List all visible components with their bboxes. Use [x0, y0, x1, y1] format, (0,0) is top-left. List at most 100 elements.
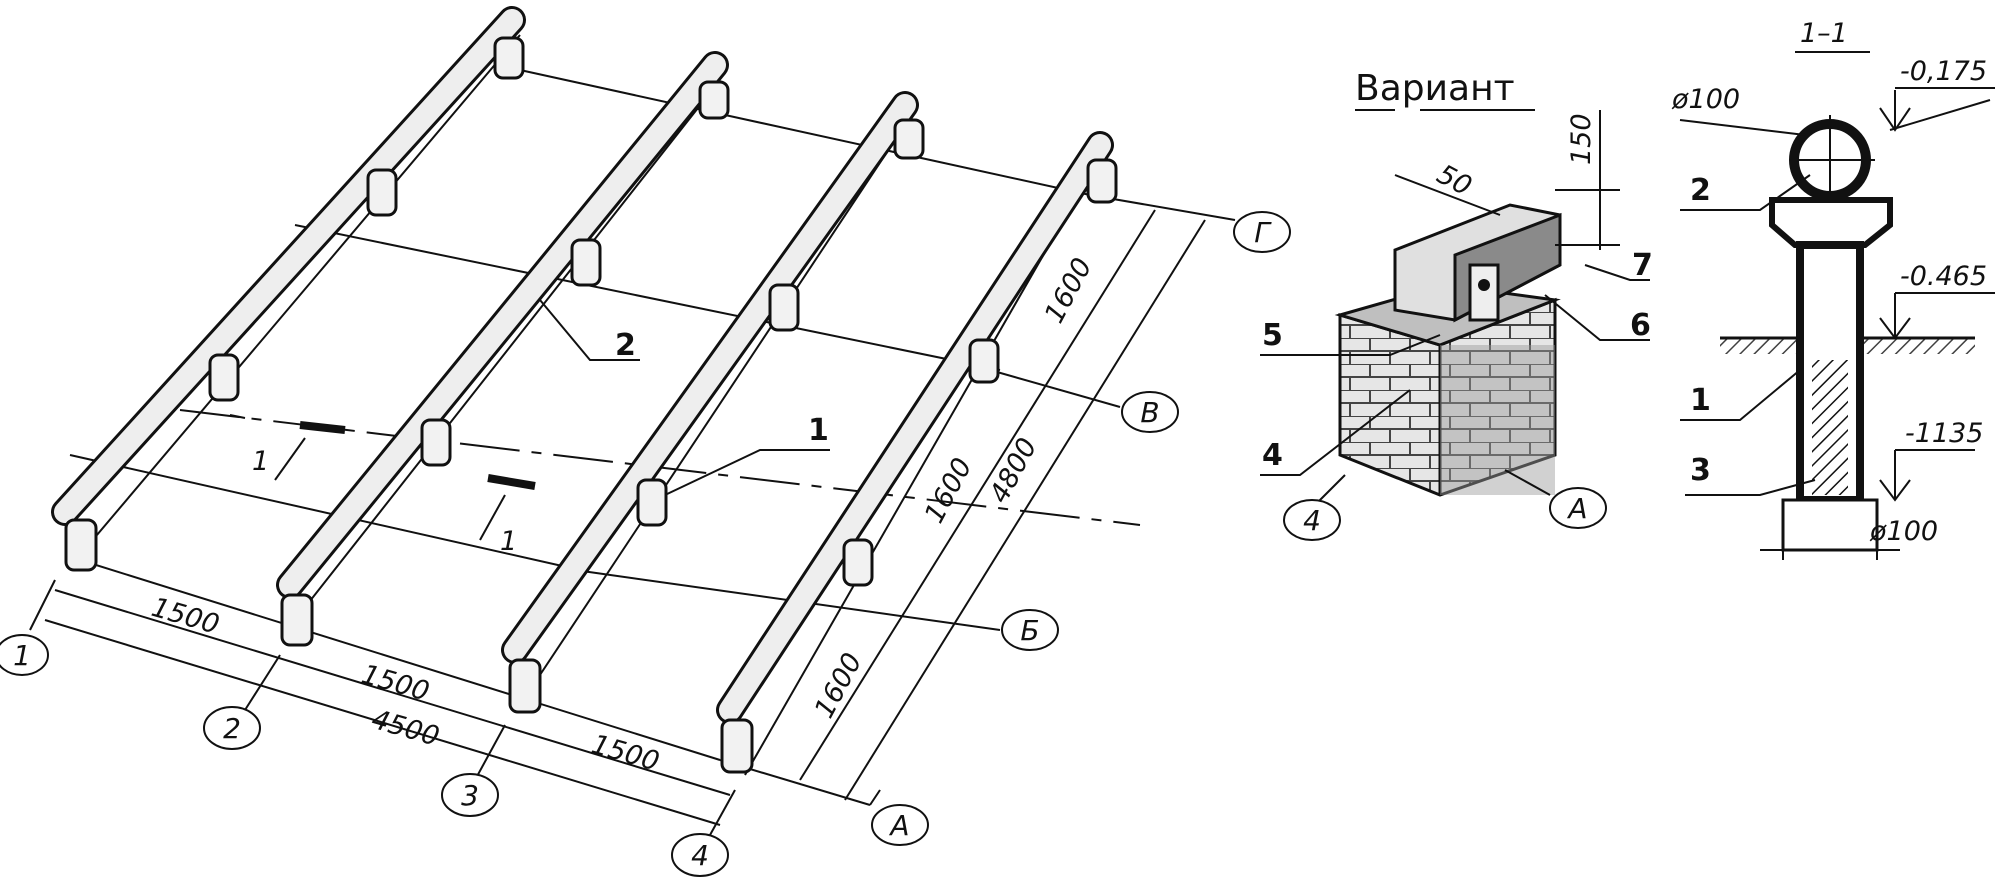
section-label-left: 1 — [252, 446, 269, 477]
grid-row-v — [294, 224, 1001, 371]
post-b2 — [420, 418, 452, 467]
variant-bracket — [1468, 263, 1500, 322]
post-a3 — [508, 658, 542, 714]
post-g1 — [493, 36, 525, 80]
grid-row-g — [519, 69, 1091, 196]
variant-title: Вариант — [1355, 68, 1515, 109]
section-1-1: 1–1 ø100 ø100 -0,175 — [1671, 18, 1995, 560]
posts — [64, 36, 1118, 774]
post-g4 — [1086, 158, 1118, 204]
grid-col-2 — [294, 79, 721, 621]
beam-3-fill — [504, 94, 916, 661]
beams — [51, 6, 1114, 724]
elevation-bottom: -1135 — [1879, 418, 1983, 502]
axis-col-2: 2 — [203, 706, 261, 750]
variant-detail: Вариант 50 150 7 6 5 4 — [1260, 68, 1653, 541]
axis-col-4: 4 — [671, 833, 729, 877]
section-mark-right — [487, 474, 536, 490]
callout-post-label: 1 — [808, 413, 829, 448]
plan-callouts: 2 1 — [539, 299, 830, 496]
callout-section-2: 2 — [1690, 173, 1711, 208]
callout-variant-4: 4 — [1262, 438, 1283, 473]
grid-col-3 — [519, 124, 906, 706]
axis-row-v: В — [1121, 391, 1179, 433]
svg-text:3: 3 — [461, 779, 479, 812]
post-v1 — [366, 168, 398, 217]
post-a2 — [280, 593, 314, 647]
post-b3 — [636, 478, 668, 527]
right-dimensions — [799, 209, 1206, 806]
post-g2 — [698, 80, 730, 120]
post-v2 — [570, 238, 602, 287]
bottom-dimensions — [29, 579, 736, 836]
variant-circle-a: А — [1549, 487, 1607, 529]
section-arrow-right — [479, 494, 506, 541]
elev-ground-label: -0.465 — [1900, 261, 1987, 292]
axis-col-1: 1 — [0, 634, 49, 676]
dim-span-3: 1500 — [588, 729, 663, 778]
elevation-top: -0,175 — [1879, 56, 1995, 132]
variant-circle-4: 4 — [1283, 499, 1341, 541]
dim-span-1: 1500 — [148, 592, 223, 641]
post-v4 — [968, 338, 1000, 384]
dim-variant-150: 150 — [1566, 113, 1597, 165]
callout-section-1: 1 — [1690, 383, 1711, 418]
beam-4-fill — [719, 134, 1111, 721]
dim-variant-50: 50 — [1432, 159, 1477, 203]
svg-text:В: В — [1140, 396, 1159, 429]
post-b1 — [208, 353, 240, 402]
axis-row-a: А — [871, 804, 929, 846]
section-arrow-left — [274, 437, 306, 481]
svg-text:А: А — [888, 809, 909, 842]
callout-variant-6: 6 — [1630, 308, 1651, 343]
bracket-bolt — [1478, 279, 1490, 291]
callout-variant-5: 5 — [1262, 318, 1283, 353]
post-a1 — [64, 518, 98, 572]
dim-row-2: 1600 — [919, 453, 979, 528]
svg-text:4: 4 — [1303, 504, 1321, 537]
callout-section-3: 3 — [1690, 453, 1711, 488]
svg-text:1: 1 — [13, 639, 31, 672]
callout-beam-label: 2 — [615, 328, 636, 363]
elev-bottom-label: -1135 — [1905, 418, 1983, 449]
post-v3 — [768, 283, 800, 332]
svg-text:Г: Г — [1254, 216, 1272, 249]
variant-callouts: 7 6 5 4 — [1260, 248, 1653, 506]
post-g3 — [893, 118, 925, 160]
section-markers: 1 1 — [252, 421, 536, 557]
section-label-right: 1 — [500, 526, 517, 557]
grid-col-1 — [79, 34, 521, 556]
main-plan: 1 1 2 1 1500 1500 1500 4500 1600 — [0, 6, 1291, 877]
axis-bubbles: 1 2 3 4 А Б В — [0, 211, 1291, 877]
beam-2-fill — [279, 54, 726, 596]
post-cap — [1769, 197, 1893, 248]
post-a4 — [720, 718, 754, 774]
svg-text:4: 4 — [691, 839, 709, 872]
section-mark-left — [299, 421, 346, 434]
beam-1-fill — [54, 9, 523, 523]
svg-text:2: 2 — [223, 712, 241, 745]
axis-col-3: 3 — [441, 773, 499, 817]
post-b4 — [842, 538, 874, 587]
axis-row-b: Б — [1001, 609, 1059, 651]
post-concrete — [1812, 360, 1848, 495]
callout-variant-7: 7 — [1632, 248, 1653, 283]
callout-2-leader — [539, 299, 640, 361]
axis-row-g: Г — [1233, 211, 1291, 253]
post-footing — [1781, 498, 1879, 552]
elevation-ground: -0.465 — [1879, 261, 1995, 340]
svg-text:Б: Б — [1020, 614, 1039, 647]
section-callouts: 2 1 3 — [1680, 173, 1816, 496]
grid-row-a — [79, 559, 721, 761]
post-hollow — [1815, 250, 1845, 360]
callout-1-leader — [664, 449, 830, 496]
dim-pipe-top: ø100 — [1671, 84, 1740, 115]
dim-pipe-bottom: ø100 — [1869, 516, 1938, 547]
section-title: 1–1 — [1800, 18, 1848, 49]
dim-total-x: 4500 — [368, 704, 443, 753]
elev-top-label: -0,175 — [1900, 56, 1987, 87]
svg-text:А: А — [1566, 492, 1587, 525]
brick-shade — [1440, 345, 1555, 495]
grid-row-b — [69, 454, 581, 571]
